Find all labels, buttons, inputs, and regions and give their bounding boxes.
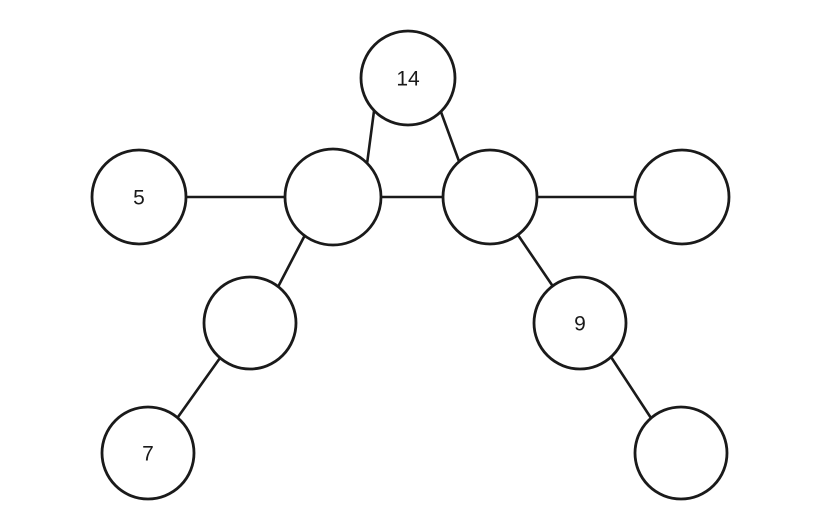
graph-node-top-circle[interactable]	[359, 29, 457, 127]
graph-node-center-right-circle[interactable]	[441, 148, 539, 246]
graph-node-left-circle[interactable]	[90, 148, 188, 246]
graph-node-left[interactable]: 5	[90, 148, 188, 246]
graph-node-lower-right-label: 9	[574, 313, 586, 336]
edge-layer	[176, 109, 653, 420]
graph-node-right[interactable]	[633, 148, 731, 246]
graph-edge-lowerright-bottomright	[609, 355, 653, 420]
graph-node-top-label: 14	[396, 68, 420, 91]
graph-node-right-circle[interactable]	[633, 148, 731, 246]
graph-edge-centerright-lowerright	[516, 233, 554, 287]
graph-node-bottom-right[interactable]	[633, 405, 729, 501]
graph-edge-centerleft-lowerleft	[277, 233, 307, 287]
graph-node-bottom-left-circle[interactable]	[100, 405, 196, 501]
graph-node-lower-right[interactable]: 9	[532, 275, 628, 371]
graph-node-center-left-circle[interactable]	[283, 147, 383, 247]
graph-node-center-right[interactable]	[441, 148, 539, 246]
graph-node-bottom-right-circle[interactable]	[633, 405, 729, 501]
graph-edge-lowerleft-bottomleft	[176, 356, 222, 419]
graph-node-lower-right-circle[interactable]	[532, 275, 628, 371]
graph-node-left-label: 5	[133, 187, 145, 210]
graph-node-bottom-left-label: 7	[142, 443, 154, 466]
graph-node-lower-left[interactable]	[202, 275, 298, 371]
graph-edge-top-centerright	[439, 110, 462, 166]
graph-node-top[interactable]: 14	[359, 29, 457, 127]
graph-node-lower-left-circle[interactable]	[202, 275, 298, 371]
node-layer: 14 5 9	[90, 29, 731, 501]
graph-node-center-left[interactable]	[283, 147, 383, 247]
graph-edge-top-centerleft	[365, 109, 376, 166]
graph-node-bottom-left[interactable]: 7	[100, 405, 196, 501]
